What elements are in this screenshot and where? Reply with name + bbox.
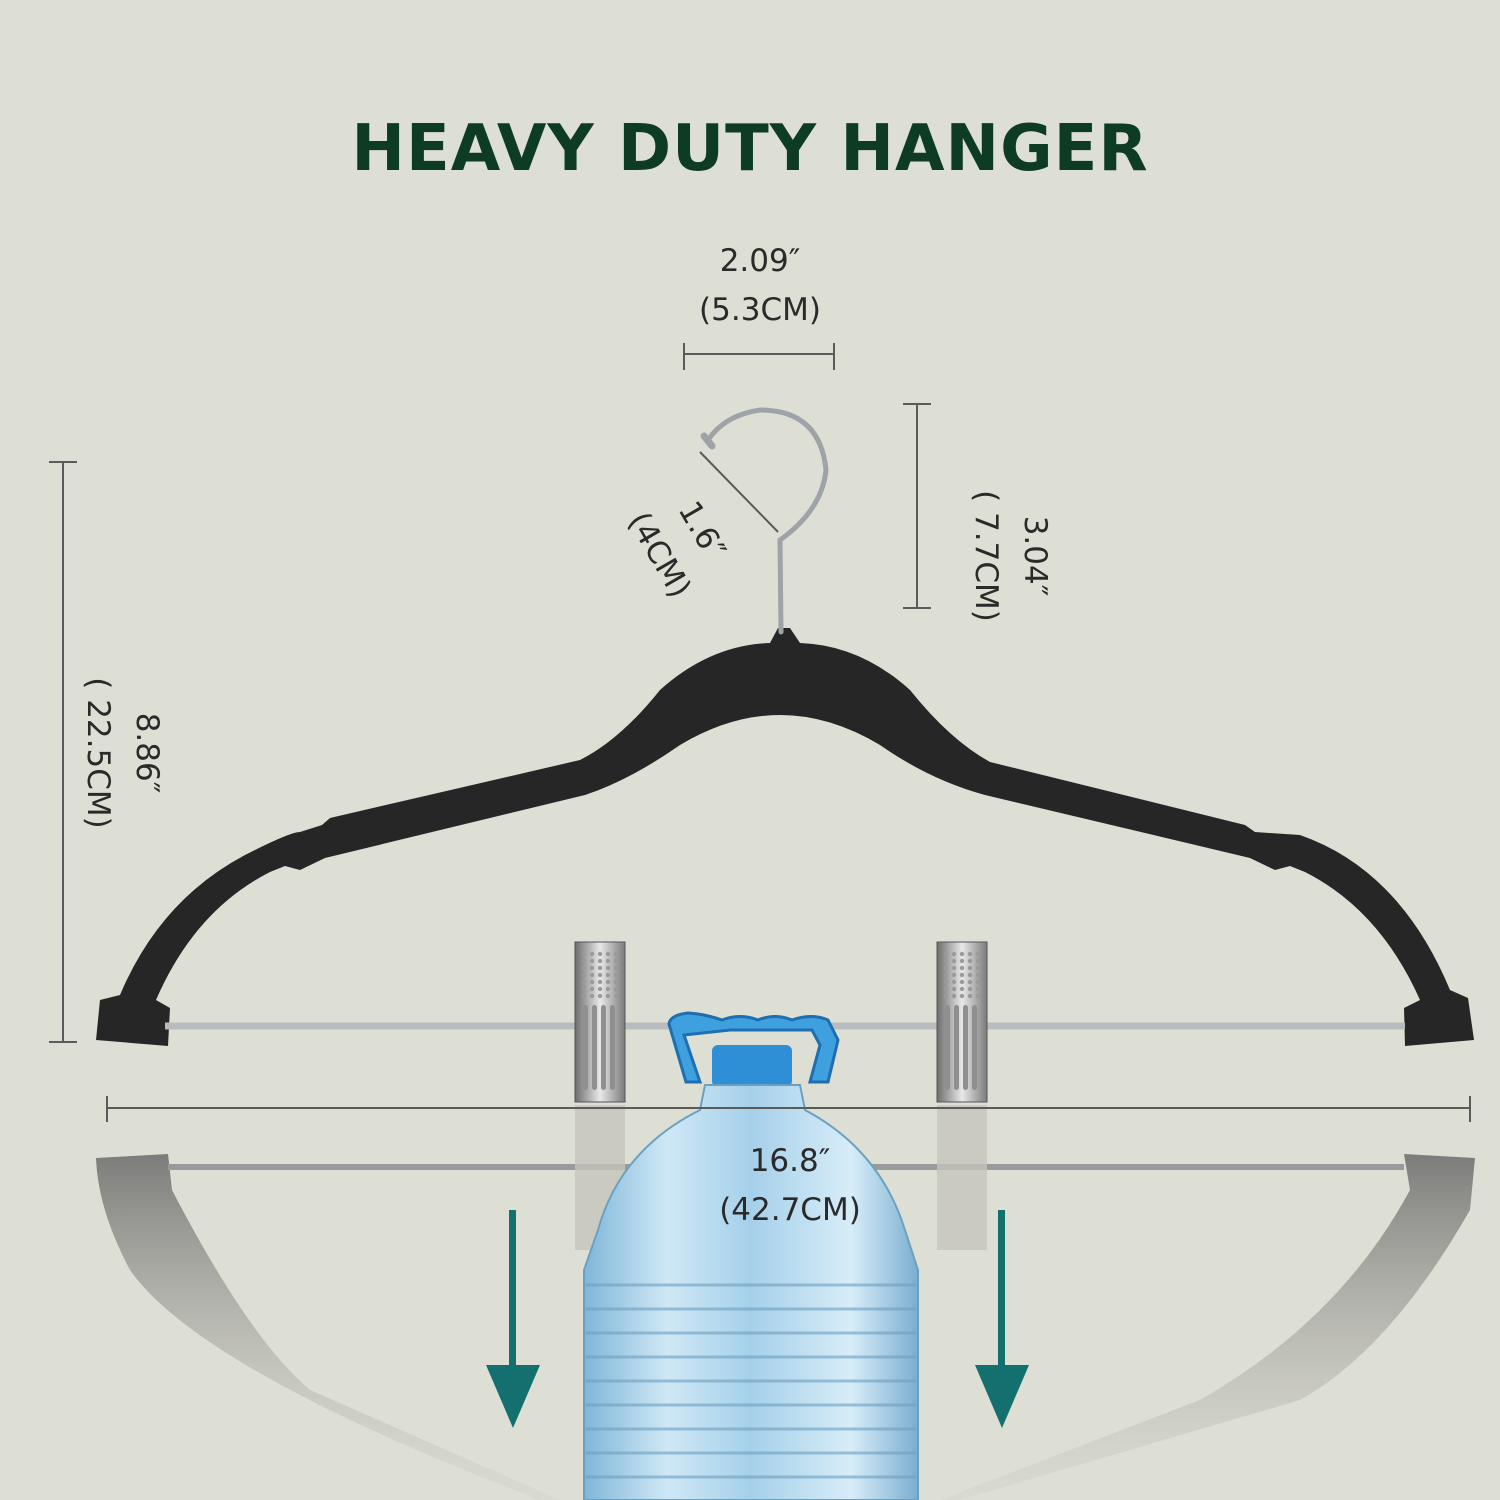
hook-height-label: 3.04″ ( 7.7CM) [961, 471, 1059, 641]
down-arrow-icon [486, 1210, 540, 1428]
hook-width-label: 2.09″ (5.3CM) [660, 237, 860, 335]
hook-width-metric: (5.3CM) [699, 292, 821, 328]
hanger-height-label: 8.86″ ( 22.5CM) [73, 663, 171, 843]
water-bottle-icon [583, 1011, 919, 1500]
hook-icon [700, 407, 829, 635]
hook-width-imperial: 2.09″ [719, 243, 801, 279]
hanger-width-imperial: 16.8″ [749, 1143, 831, 1179]
hanger-height-metric: ( 22.5CM) [80, 677, 116, 829]
dimension-lines [49, 343, 1471, 1122]
hook-height-imperial: 3.04″ [1017, 515, 1053, 597]
down-arrow-icon [975, 1210, 1029, 1428]
clip-icon [574, 941, 988, 1103]
page-title: HEAVY DUTY HANGER [351, 112, 1149, 186]
hanger-height-imperial: 8.86″ [129, 712, 165, 794]
hanger-width-label: 16.8″ (42.7CM) [690, 1137, 890, 1235]
hanger-width-metric: (42.7CM) [719, 1192, 861, 1228]
hook-height-metric: ( 7.7CM) [968, 490, 1004, 622]
hanger-body [96, 628, 1474, 1046]
